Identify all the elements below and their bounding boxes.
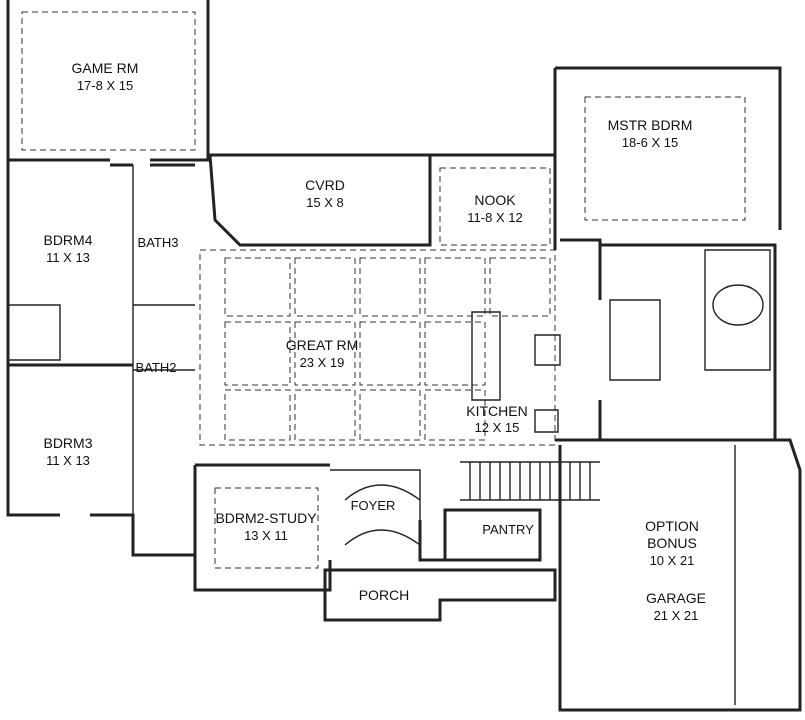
walls	[6, 0, 802, 712]
bdrm4-size: 11 X 13	[46, 250, 90, 265]
game-rm-size: 17-8 X 15	[77, 78, 133, 93]
foyer-label: FOYER	[351, 498, 396, 513]
pantry-label: PANTRY	[482, 522, 534, 537]
kitchen-size: 12 X 15	[475, 420, 520, 435]
kitchen-label: KITCHEN	[466, 403, 527, 419]
porch-label: PORCH	[359, 587, 410, 603]
nook-label: NOOK	[474, 192, 516, 208]
garage-size: 21 X 21	[654, 608, 699, 623]
bdrm3-size: 11 X 13	[46, 453, 90, 468]
nook-size: 11-8 X 12	[467, 210, 522, 225]
option-label: OPTION	[645, 518, 699, 534]
bath3-label: BATH3	[138, 235, 179, 250]
mstr-bdrm-size: 18-6 X 15	[622, 135, 678, 150]
cvrd-size: 15 X 8	[306, 195, 344, 210]
bath2-label: BATH2	[136, 360, 177, 375]
game-rm-label: GAME RM	[72, 60, 139, 76]
great-rm-size: 23 X 19	[300, 355, 345, 370]
room-labels: GAME RM 17-8 X 15 MSTR BDRM 18-6 X 15 CV…	[43, 60, 705, 623]
garage-label: GARAGE	[646, 590, 706, 606]
bdrm3-label: BDRM3	[43, 435, 92, 451]
bdrm2-study-size: 13 X 11	[244, 528, 288, 543]
bdrm2-study-label: BDRM2-STUDY	[215, 510, 317, 526]
mstr-bdrm-label: MSTR BDRM	[608, 117, 693, 133]
option-bonus-size: 10 X 21	[650, 553, 695, 568]
bdrm4-label: BDRM4	[43, 232, 92, 248]
cvrd-label: CVRD	[305, 177, 345, 193]
bonus-label: BONUS	[647, 535, 697, 551]
great-rm-label: GREAT RM	[286, 337, 359, 353]
